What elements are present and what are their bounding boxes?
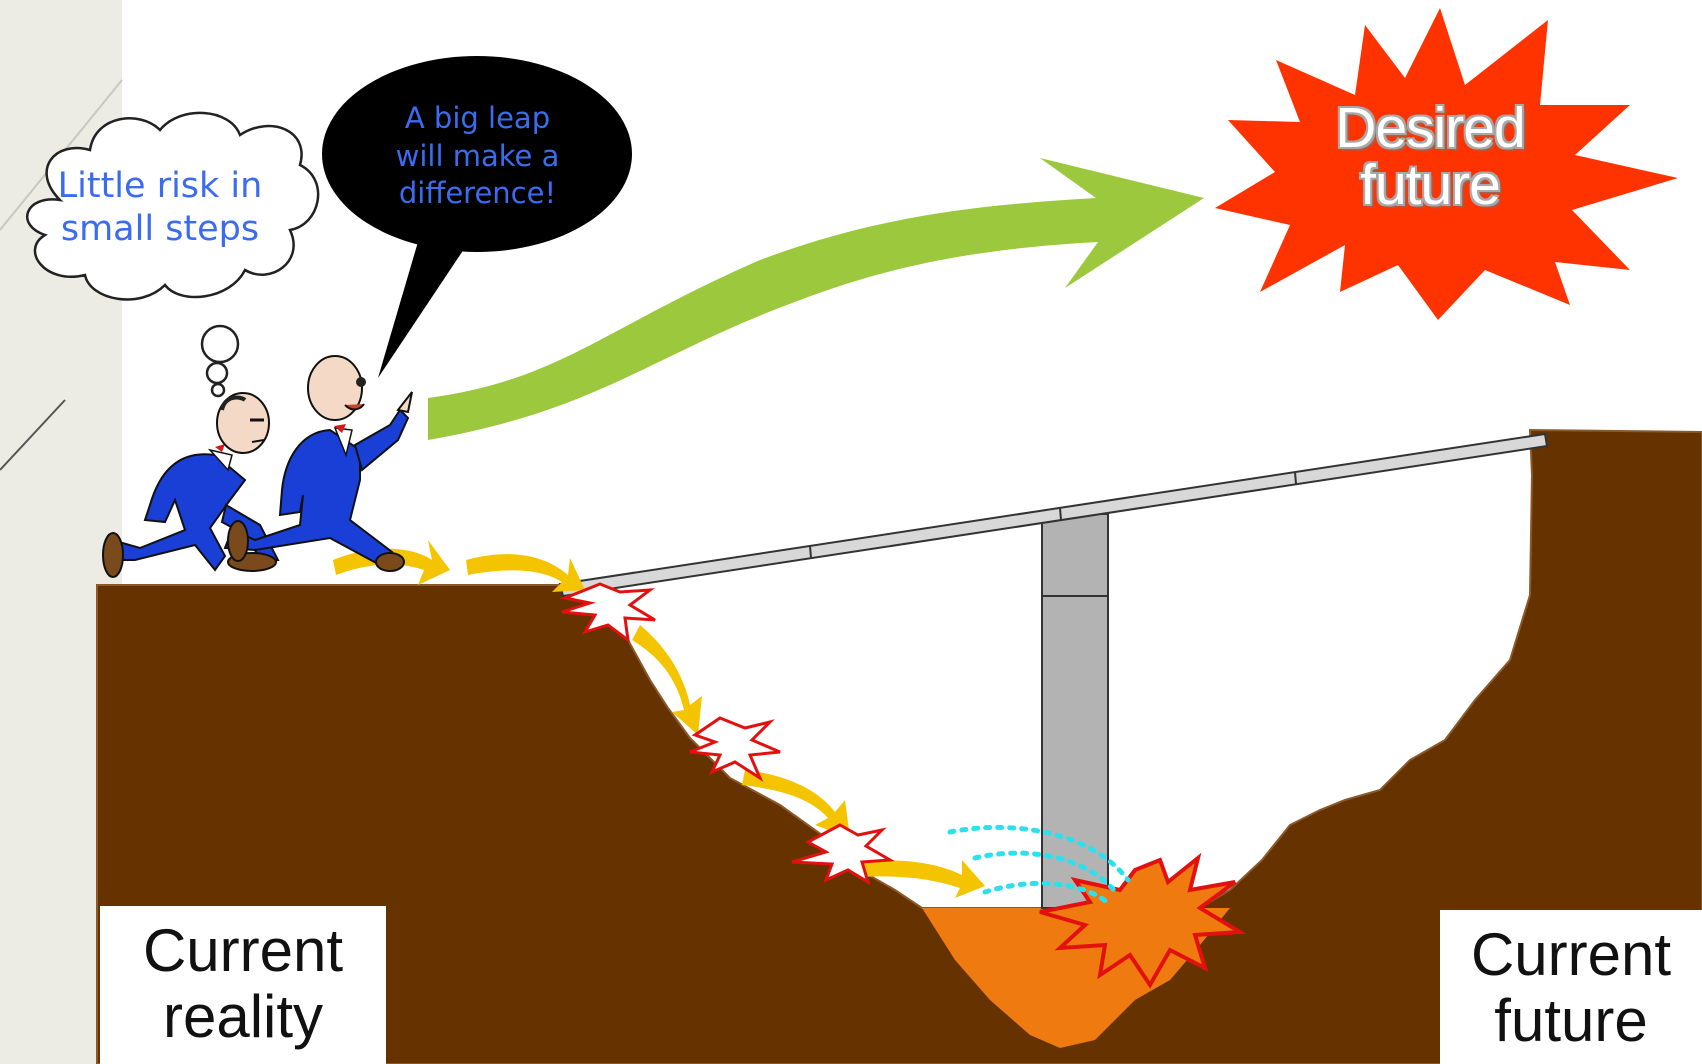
impact-spark-icon <box>791 823 895 886</box>
current-reality-line-1: Current <box>142 917 344 984</box>
current-future-label: Current future <box>1440 922 1702 1054</box>
speech-bubble <box>322 56 632 378</box>
impact-spark-icon <box>1039 852 1247 989</box>
seesaw-plank <box>558 432 1549 598</box>
thought-cloud-line-1: Little risk in <box>57 166 263 206</box>
current-reality-box <box>100 906 386 1064</box>
canyon-ground <box>96 428 1702 1064</box>
speech-bubble-text: A big leap will make a difference! <box>345 100 610 213</box>
desired-future-line-1: Desired <box>1335 96 1525 160</box>
leap-arrow <box>428 158 1204 440</box>
running-man-icon <box>102 392 280 578</box>
thought-cloud <box>26 111 320 398</box>
current-reality-label: Current reality <box>100 918 386 1050</box>
speech-bubble-line-1: A big leap <box>404 101 551 135</box>
desired-future-line-2: future <box>1360 153 1501 217</box>
water-splash <box>947 824 1131 908</box>
impact-sparks <box>559 582 1247 989</box>
thought-cloud-text: Little risk in small steps <box>30 165 290 250</box>
current-future-line-1: Current <box>1470 921 1672 988</box>
current-reality-line-2: reality <box>162 983 324 1050</box>
speech-bubble-line-3: difference! <box>398 176 557 211</box>
desired-future-label: Desired future <box>1270 100 1590 214</box>
thought-cloud-line-2: small steps <box>60 208 260 249</box>
impact-spark-icon <box>559 582 656 644</box>
current-future-line-2: future <box>1494 987 1648 1054</box>
pivot-pillar <box>1041 513 1109 909</box>
impact-spark-icon <box>689 716 781 782</box>
running-man-icon <box>223 355 413 572</box>
speech-bubble-line-2: will make a <box>395 138 560 173</box>
current-future-box <box>1440 910 1702 1064</box>
desired-future-burst <box>1215 8 1678 320</box>
